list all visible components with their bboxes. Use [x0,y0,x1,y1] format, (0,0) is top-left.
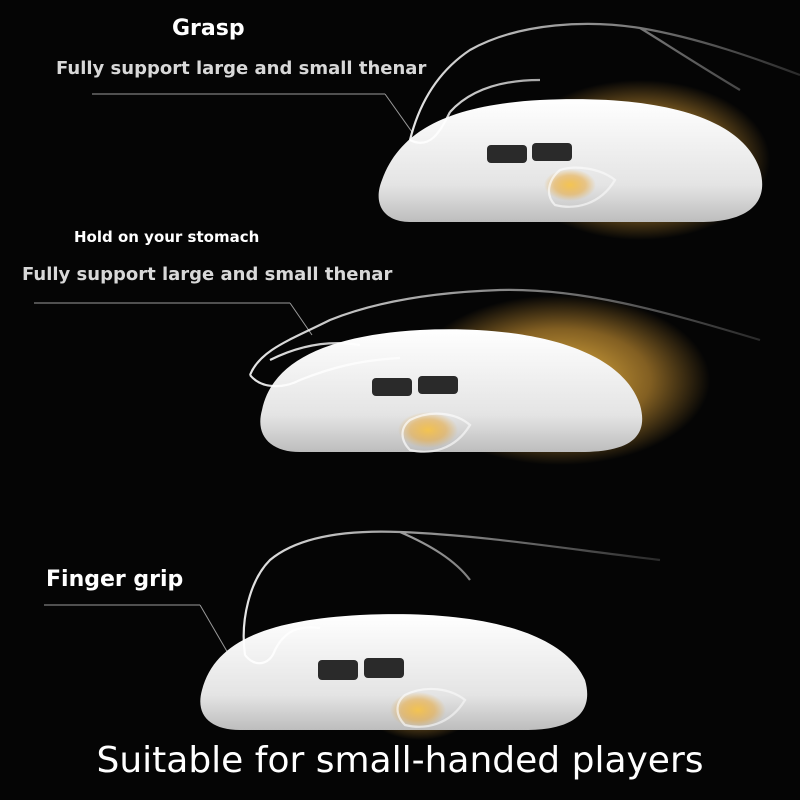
palm-side-button-2 [418,376,458,394]
grasp-title: Grasp [172,16,245,41]
palm-title: Hold on your stomach [74,228,260,246]
grasp-side-button-1 [487,145,527,163]
grasp-hand-outline [408,22,800,208]
grasp-mouse-body [378,99,763,222]
palm-thumb-highlight [398,412,458,448]
finger-thumb-highlight [390,692,446,728]
finger-side-button-1 [318,660,358,680]
palm-illustration [34,288,761,465]
palm-side-button-1 [372,378,412,396]
grasp-side-button-2 [532,143,572,161]
finger-illustration [44,530,661,740]
bottom-caption: Suitable for small-handed players [96,740,704,781]
grasp-thumb-highlight [544,169,596,201]
finger-hand-outline [242,530,661,728]
finger-side-button-2 [364,658,404,678]
palm-subtitle: Fully support large and small thenar [22,264,393,285]
grasp-subtitle: Fully support large and small thenar [56,58,427,79]
palm-hand-outline [248,288,761,453]
finger-grip-title: Finger grip [46,567,184,592]
grasp-illustration [92,22,800,240]
